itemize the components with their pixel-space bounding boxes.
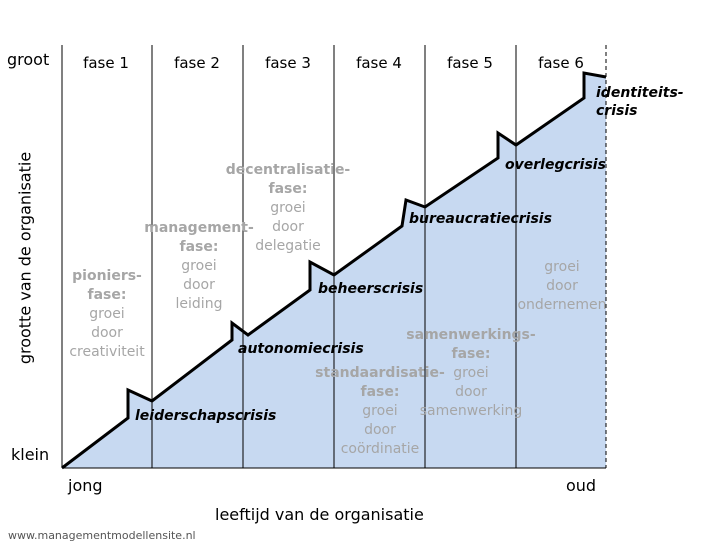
crisis-label-overleg: overlegcrisis <box>505 157 606 173</box>
phase-desc-samenwerkings-d1: groei <box>453 365 489 381</box>
phase-desc-pioniers-name1: pioniers- <box>72 268 142 284</box>
source-credit[interactable]: www.managementmodellensite.nl <box>8 529 196 542</box>
phase-desc-samenwerkings-d2: door <box>455 384 487 400</box>
crisis-label-identiteits-2: crisis <box>596 103 638 119</box>
y-axis-top-label: groot <box>7 50 50 69</box>
phase-desc-decentralisatie-d1: groei <box>270 200 306 216</box>
phase-desc-decentralisatie-name1: decentralisatie- <box>225 162 351 178</box>
phase-desc-samenwerkings-name1: samenwerkings- <box>406 327 536 343</box>
y-axis-title: grootte van de organisatie <box>15 151 35 365</box>
phase-header-5: fase 5 <box>447 54 493 72</box>
growth-area <box>62 73 606 468</box>
x-axis-title: leeftijd van de organisatie <box>215 505 424 524</box>
growth-line <box>61 71 607 470</box>
phase-desc-management-d1: groei <box>181 258 217 274</box>
x-axis-left-label: jong <box>68 476 103 495</box>
phase-desc-standaardisatie: standaardisatie- fase: groei door coördi… <box>315 364 445 459</box>
phase-header-1: fase 1 <box>83 54 129 72</box>
phase-desc-decentralisatie-name2: fase: <box>268 181 308 197</box>
crisis-label-bureaucratie: bureaucratiecrisis <box>409 211 552 227</box>
phase-desc-standaardisatie-name1: standaardisatie- <box>315 365 445 381</box>
phase-desc-ondernemen: groei door ondernemen <box>517 258 606 315</box>
crisis-label-leiderschap: leiderschapscrisis <box>135 408 277 424</box>
phase-desc-pioniers: pioniers- fase: groei door creativiteit <box>69 267 144 362</box>
phase-header-6: fase 6 <box>538 54 584 72</box>
phase-desc-ondernemen-d3: ondernemen <box>517 297 607 313</box>
phase-desc-standaardisatie-name2: fase: <box>360 384 400 400</box>
phase-dividers <box>61 45 517 468</box>
phase-desc-standaardisatie-d1: groei <box>362 403 398 419</box>
phase-desc-ondernemen-d1: groei <box>544 259 580 275</box>
y-axis-bottom-label: klein <box>11 445 50 464</box>
phase-desc-management-name1: management- <box>144 220 254 236</box>
crisis-label-autonomie: autonomiecrisis <box>238 341 364 357</box>
phase-desc-samenwerkings: samenwerkings- fase: groei door samenwer… <box>406 326 535 421</box>
x-axis-right-label: oud <box>566 476 597 495</box>
phase-header-4: fase 4 <box>356 54 402 72</box>
phase-desc-pioniers-name2: fase: <box>87 287 127 303</box>
phase-desc-management: management- fase: groei door leiding <box>144 219 254 314</box>
crisis-label-beheers: beheerscrisis <box>318 281 424 297</box>
phase-desc-management-name2: fase: <box>179 239 219 255</box>
phase-header-2: fase 2 <box>174 54 220 72</box>
phase-desc-decentralisatie-d3: delegatie <box>255 238 321 254</box>
crisis-label-identiteits-1: identiteits- <box>596 85 684 101</box>
phase-desc-standaardisatie-d3: coördinatie <box>340 441 420 457</box>
phase-desc-ondernemen-d2: door <box>546 278 578 294</box>
phase-desc-decentralisatie-d2: door <box>272 219 304 235</box>
phase-desc-pioniers-d1: groei <box>89 306 125 322</box>
phase-header-3: fase 3 <box>265 54 311 72</box>
phase-desc-pioniers-d3: creativiteit <box>69 344 145 360</box>
phase-desc-management-d3: leiding <box>175 296 223 312</box>
phase-desc-standaardisatie-d2: door <box>364 422 396 438</box>
phase-desc-pioniers-d2: door <box>91 325 123 341</box>
phase-desc-samenwerkings-d3: samenwerking <box>419 403 523 419</box>
phase-desc-samenwerkings-name2: fase: <box>451 346 491 362</box>
phase-desc-management-d2: door <box>183 277 215 293</box>
phase-desc-decentralisatie: decentralisatie- fase: groei door delega… <box>226 161 351 256</box>
